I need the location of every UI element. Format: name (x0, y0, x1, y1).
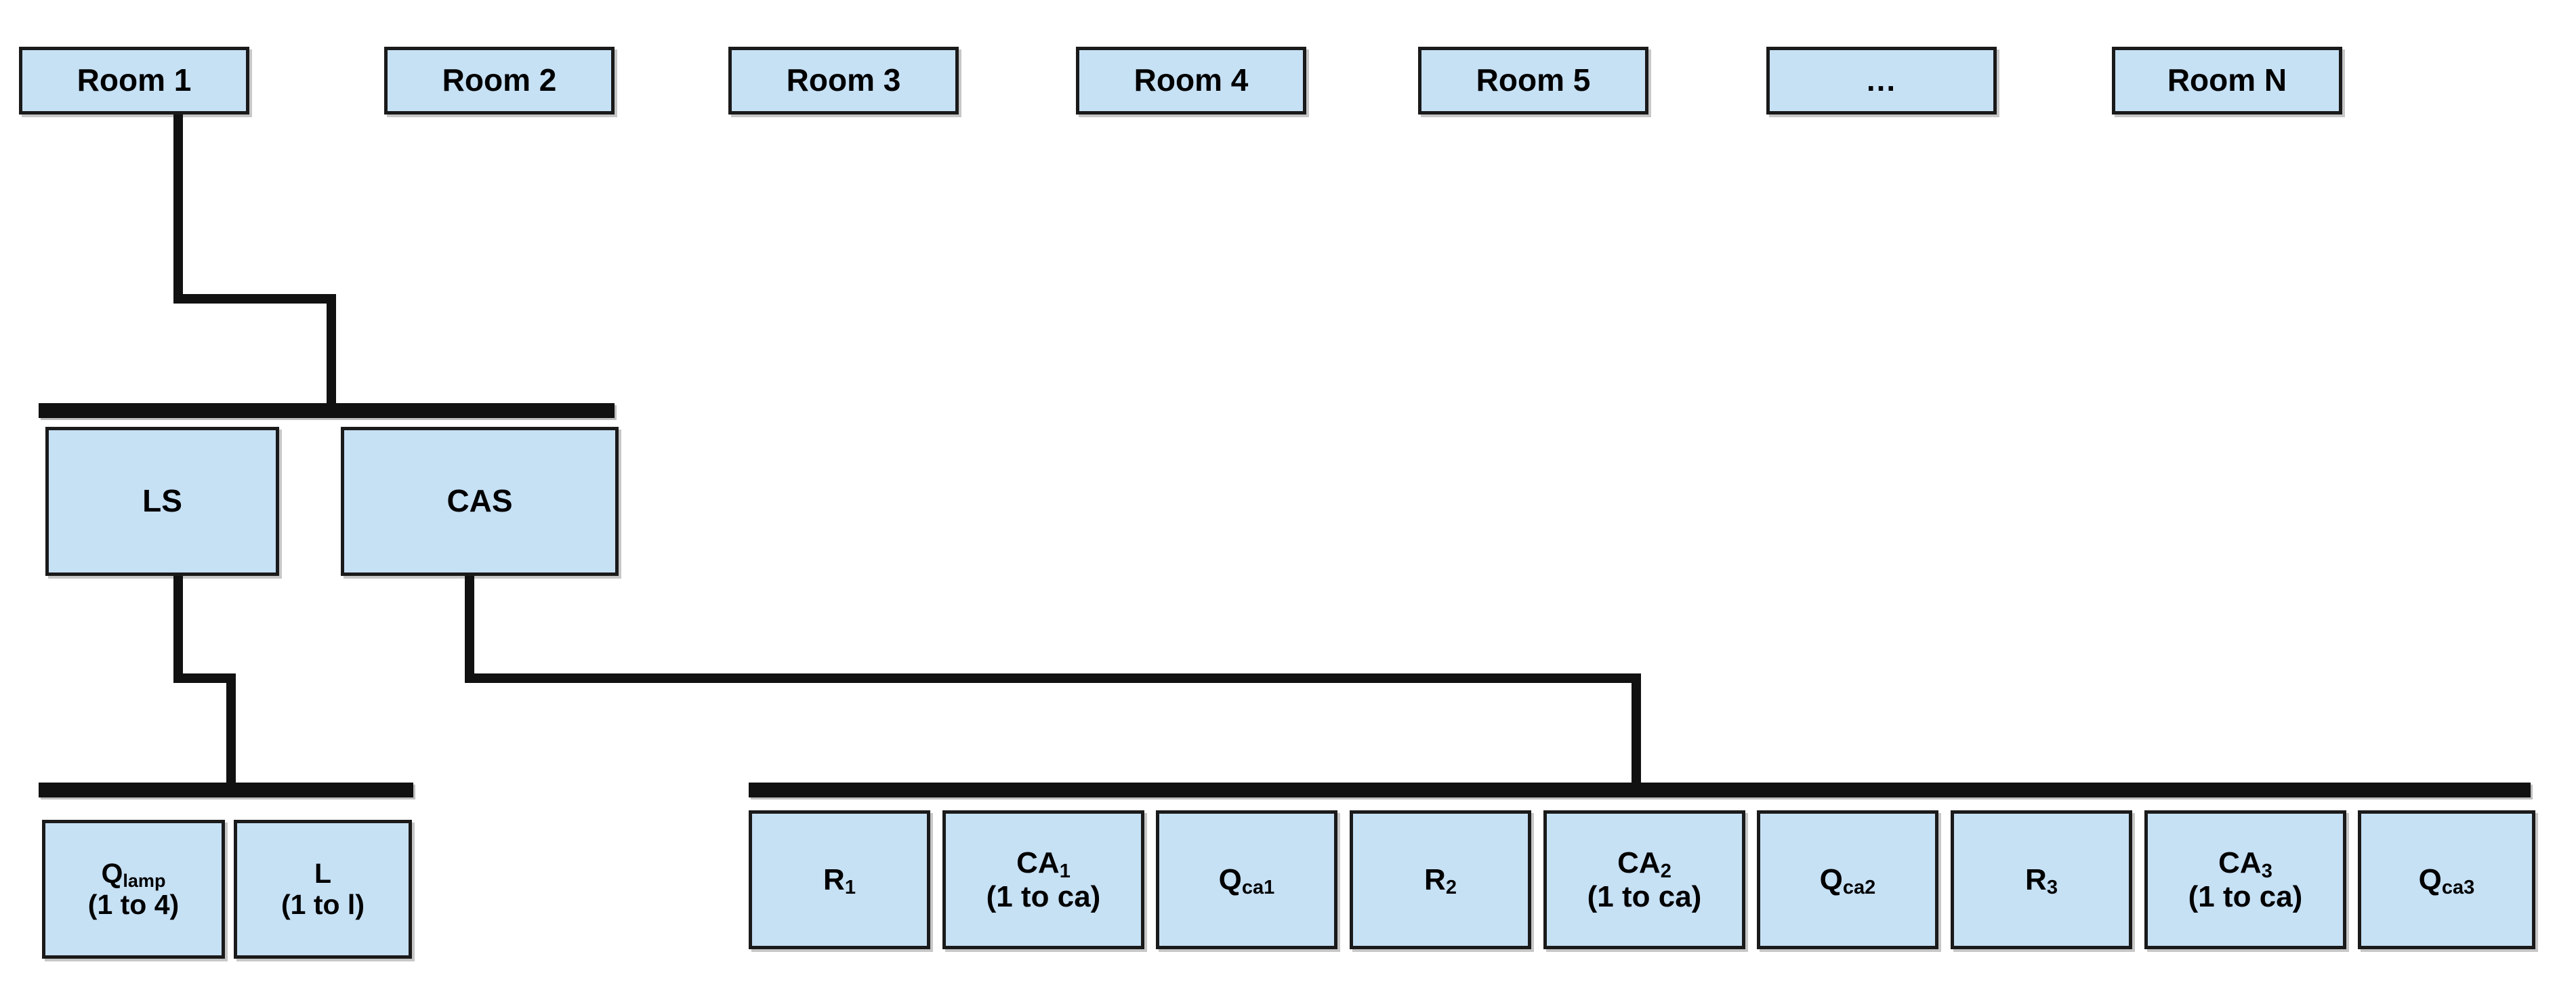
connector-cas-vertical-a (465, 576, 474, 683)
node-label-base: CA (1016, 846, 1060, 880)
node-q-lamp[interactable]: Qlamp (1 to 4) (42, 820, 225, 959)
node-r3[interactable]: R3 (1951, 810, 2132, 949)
node-label-line1: Qca1 (1218, 862, 1275, 899)
connector-room1-vertical-a (173, 115, 183, 294)
node-label-base: R (1424, 862, 1446, 896)
connector-ls-vertical-b (226, 673, 236, 787)
connector-ls-vertical-a (173, 576, 183, 683)
node-label: Room 4 (1134, 62, 1249, 98)
node-label-line2: (1 to 4) (87, 888, 180, 920)
node-label-subscript: 2 (1660, 860, 1671, 882)
node-label-base: L (314, 857, 332, 889)
node-room-4[interactable]: Room 4 (1076, 47, 1306, 115)
node-label-base: R (823, 862, 845, 896)
node-label-subscript: 1 (844, 877, 856, 899)
node-label-base: CA (1617, 846, 1661, 880)
node-ca3[interactable]: CA3 (1 to ca) (2144, 810, 2346, 949)
node-ca2[interactable]: CA2 (1 to ca) (1543, 810, 1745, 949)
node-label-subscript: ca1 (1241, 877, 1275, 899)
node-label-subscript: lamp (123, 870, 166, 891)
node-label-line1: CA1 (1016, 846, 1071, 882)
node-label-line1: CA2 (1617, 846, 1671, 882)
connector-room1-vertical-b (327, 294, 336, 413)
node-label-subscript: 2 (1445, 877, 1457, 899)
node-label-base: Q (2418, 862, 2442, 896)
node-label-line2: (1 to ca) (2188, 879, 2303, 913)
node-label-subscript: ca2 (1842, 877, 1876, 899)
node-room-ellipsis[interactable]: ... (1766, 47, 1997, 115)
node-label-line1: R3 (2025, 862, 2058, 899)
node-label-line1: Qca3 (2418, 862, 2475, 899)
node-q-ca1[interactable]: Qca1 (1156, 810, 1337, 949)
node-ca1[interactable]: CA1 (1 to ca) (942, 810, 1144, 949)
node-label-line2: (1 to ca) (986, 879, 1101, 913)
node-label-subscript: 3 (2261, 860, 2272, 882)
node-cas[interactable]: CAS (341, 427, 619, 576)
node-label-line2: (1 to l) (281, 888, 365, 920)
node-r1[interactable]: R1 (749, 810, 930, 949)
bus-cas-leaves (749, 783, 2531, 797)
node-label-line1: CA3 (2218, 846, 2272, 882)
node-label-line1: Qca2 (1819, 862, 1876, 899)
bus-tier2 (39, 403, 615, 418)
node-ls[interactable]: LS (45, 427, 279, 576)
node-l[interactable]: L (1 to l) (234, 820, 412, 959)
node-label: Room N (2167, 62, 2287, 98)
node-label: Room 1 (77, 62, 192, 98)
node-label-subscript: 1 (1059, 860, 1071, 882)
node-label-base: CA (2218, 846, 2262, 880)
node-label: Room 5 (1476, 62, 1591, 98)
node-label: LS (142, 483, 182, 519)
node-q-ca3[interactable]: Qca3 (2358, 810, 2535, 949)
node-room-3[interactable]: Room 3 (728, 47, 959, 115)
node-label: Room 3 (786, 62, 901, 98)
node-room-n[interactable]: Room N (2112, 47, 2342, 115)
node-label-line1: L (314, 858, 331, 890)
node-label-line1: Qlamp (101, 857, 166, 891)
node-label-line1: R1 (823, 862, 856, 899)
node-label-subscript: ca3 (2441, 877, 2475, 899)
node-label: ... (1866, 62, 1897, 98)
node-room-5[interactable]: Room 5 (1418, 47, 1648, 115)
node-label-subscript: 3 (2046, 877, 2058, 899)
node-label-base: Q (101, 857, 123, 889)
node-label-base: Q (1218, 862, 1242, 896)
node-q-ca2[interactable]: Qca2 (1757, 810, 1938, 949)
node-room-2[interactable]: Room 2 (384, 47, 615, 115)
node-room-1[interactable]: Room 1 (19, 47, 249, 115)
node-label-base: Q (1819, 862, 1843, 896)
node-label-line1: R2 (1424, 862, 1457, 899)
bus-ls-leaves (39, 783, 413, 797)
connector-room1-horizontal (173, 294, 336, 304)
node-r2[interactable]: R2 (1350, 810, 1531, 949)
node-label-line2: (1 to ca) (1587, 879, 1702, 913)
connector-cas-horizontal (465, 673, 1641, 683)
node-label: Room 2 (442, 62, 557, 98)
connector-ls-horizontal (173, 673, 236, 683)
node-label-base: R (2025, 862, 2047, 896)
node-label: CAS (446, 483, 513, 519)
connector-cas-vertical-b (1632, 673, 1641, 787)
